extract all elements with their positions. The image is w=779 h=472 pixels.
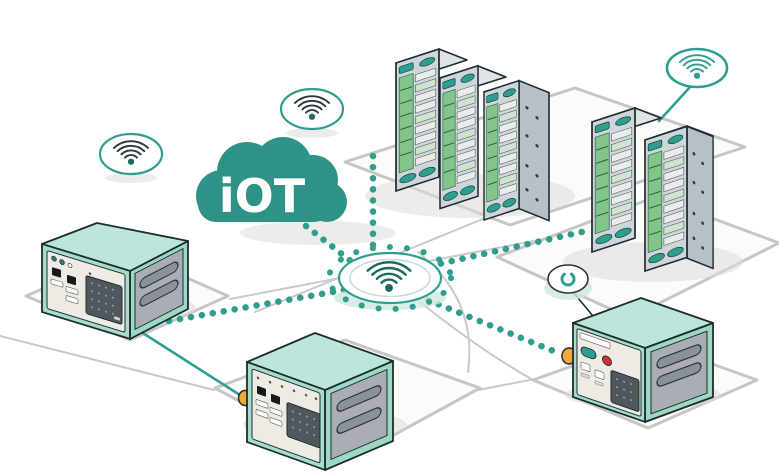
floor-line — [477, 378, 536, 391]
edge-device-left — [41, 222, 189, 341]
cloud-shape — [196, 137, 347, 222]
server-rack — [483, 79, 550, 222]
wifi-badge-top-left — [98, 132, 164, 183]
edge-device-bottom — [237, 332, 394, 472]
wifi-badge-top-right — [665, 47, 729, 89]
server-rack — [439, 64, 507, 210]
vent-grille — [610, 370, 640, 412]
connection-cloud-to-hub — [302, 222, 356, 266]
sensor-icon — [560, 271, 576, 287]
floor-arc — [419, 301, 534, 381]
connection-hub-to-right-racks — [426, 227, 590, 270]
floor-line — [0, 335, 215, 391]
server-rack-cluster-right — [591, 107, 714, 272]
sensor-marker — [544, 264, 592, 300]
hub-dot-ring — [326, 244, 454, 312]
iot-cloud: iOT — [196, 137, 347, 223]
edge-device-right — [561, 291, 714, 424]
connection-hub-to-left-device — [159, 286, 348, 326]
connection-hub-to-right-device — [414, 292, 560, 356]
connection-wifi-to-right-racks — [657, 84, 693, 123]
wifi-badge-mid — [279, 87, 345, 138]
grille-dots — [292, 410, 315, 437]
connections — [86, 84, 693, 399]
cloud-label: iOT — [219, 169, 306, 223]
server-rack — [395, 48, 468, 192]
server-rack — [591, 107, 662, 253]
grille-dots — [616, 378, 632, 402]
wifi-hub — [326, 244, 454, 312]
alert-button — [602, 355, 612, 367]
vent-grille — [85, 275, 123, 325]
server-rack — [644, 125, 714, 272]
vent-grille — [286, 402, 321, 449]
server-rack-cluster-top — [395, 48, 550, 222]
media-slot — [579, 332, 611, 349]
grille-dots — [91, 282, 114, 315]
power-button — [580, 346, 597, 360]
